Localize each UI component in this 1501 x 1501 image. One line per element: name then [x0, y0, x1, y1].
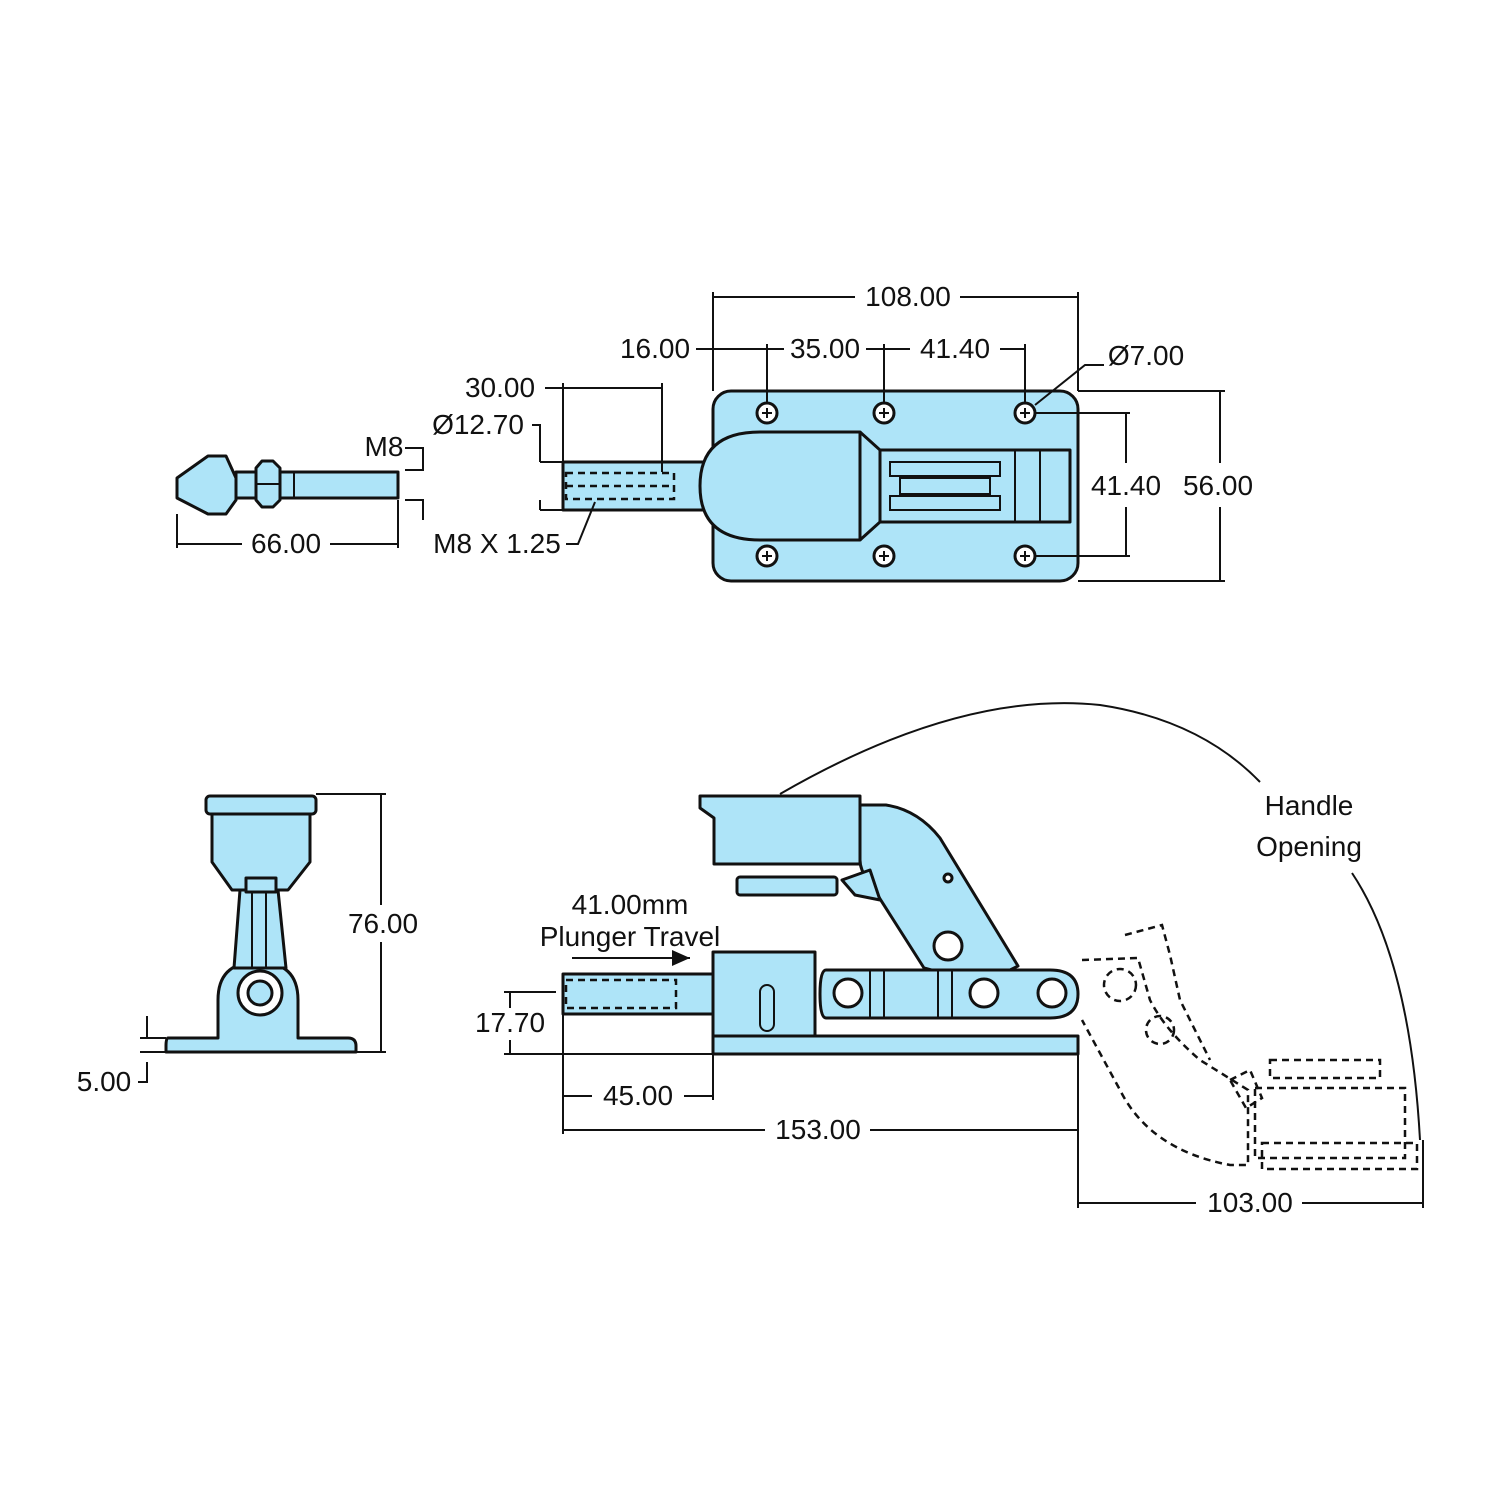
side-handle-grip	[698, 794, 862, 866]
side-pivot-1	[832, 977, 864, 1009]
end-pivot-inner	[246, 979, 274, 1007]
dim-overall-length: 108.00	[865, 281, 951, 312]
side-open-handle	[1080, 923, 1419, 1171]
top-handle-grip	[698, 430, 862, 542]
spindle-cap	[175, 454, 238, 516]
spindle-shaft	[278, 470, 400, 500]
dim-plunger-offset: 45.00	[603, 1080, 673, 1111]
travel-value: 41.00mm	[572, 889, 689, 920]
end-view-dims: 76.00 5.00	[77, 793, 418, 1097]
dim-edge-to-hole: 16.00	[620, 333, 690, 364]
spindle-view	[175, 454, 400, 516]
end-view	[164, 794, 358, 1054]
dim-handle-reach: 103.00	[1207, 1187, 1293, 1218]
dim-plunger-dia: Ø12.70	[432, 409, 524, 440]
dim-side-overall-length: 153.00	[775, 1114, 861, 1145]
end-link	[232, 888, 288, 970]
top-view-dims: 108.00 16.00 35.00 41.40 Ø7.00 41.40 56.…	[432, 281, 1253, 582]
side-plunger-housing	[711, 950, 817, 1038]
spindle-neck	[234, 470, 258, 500]
dim-hole-span: 41.40	[1091, 470, 1161, 501]
side-pivot-3	[1036, 977, 1068, 1009]
dim-plunger-thread-len: 30.00	[465, 372, 535, 403]
dim-base-thickness: 5.00	[77, 1066, 132, 1097]
top-view	[561, 389, 1080, 583]
spindle-thread-dim: M8	[365, 431, 404, 462]
dim-end-height: 76.00	[348, 908, 418, 939]
handle-opening-label-1: Handle	[1265, 790, 1354, 821]
handle-opening-label-2: Opening	[1256, 831, 1362, 862]
side-view-dims: 41.00mm Plunger Travel 17.70 45.00 153.0…	[475, 702, 1424, 1218]
top-mount-holes	[755, 401, 1037, 568]
side-pivot-upper	[932, 930, 964, 962]
dim-hole-pitch-1: 35.00	[790, 333, 860, 364]
travel-label: Plunger Travel	[540, 921, 721, 952]
side-pivot-2	[968, 977, 1000, 1009]
end-handle-cap	[204, 794, 318, 816]
side-view	[561, 794, 1080, 1056]
dim-hole-pitch-2: 41.40	[920, 333, 990, 364]
top-linkage	[878, 448, 1072, 524]
spindle-dims: 66.00 M8	[176, 431, 424, 559]
dim-plunger-thread: M8 X 1.25	[433, 528, 561, 559]
spindle-length-dim: 66.00	[251, 528, 321, 559]
dim-base-width: 56.00	[1183, 470, 1253, 501]
side-base-plate	[711, 1034, 1080, 1056]
dim-hole-dia: Ø7.00	[1108, 340, 1184, 371]
dim-plunger-height: 17.70	[475, 1007, 545, 1038]
